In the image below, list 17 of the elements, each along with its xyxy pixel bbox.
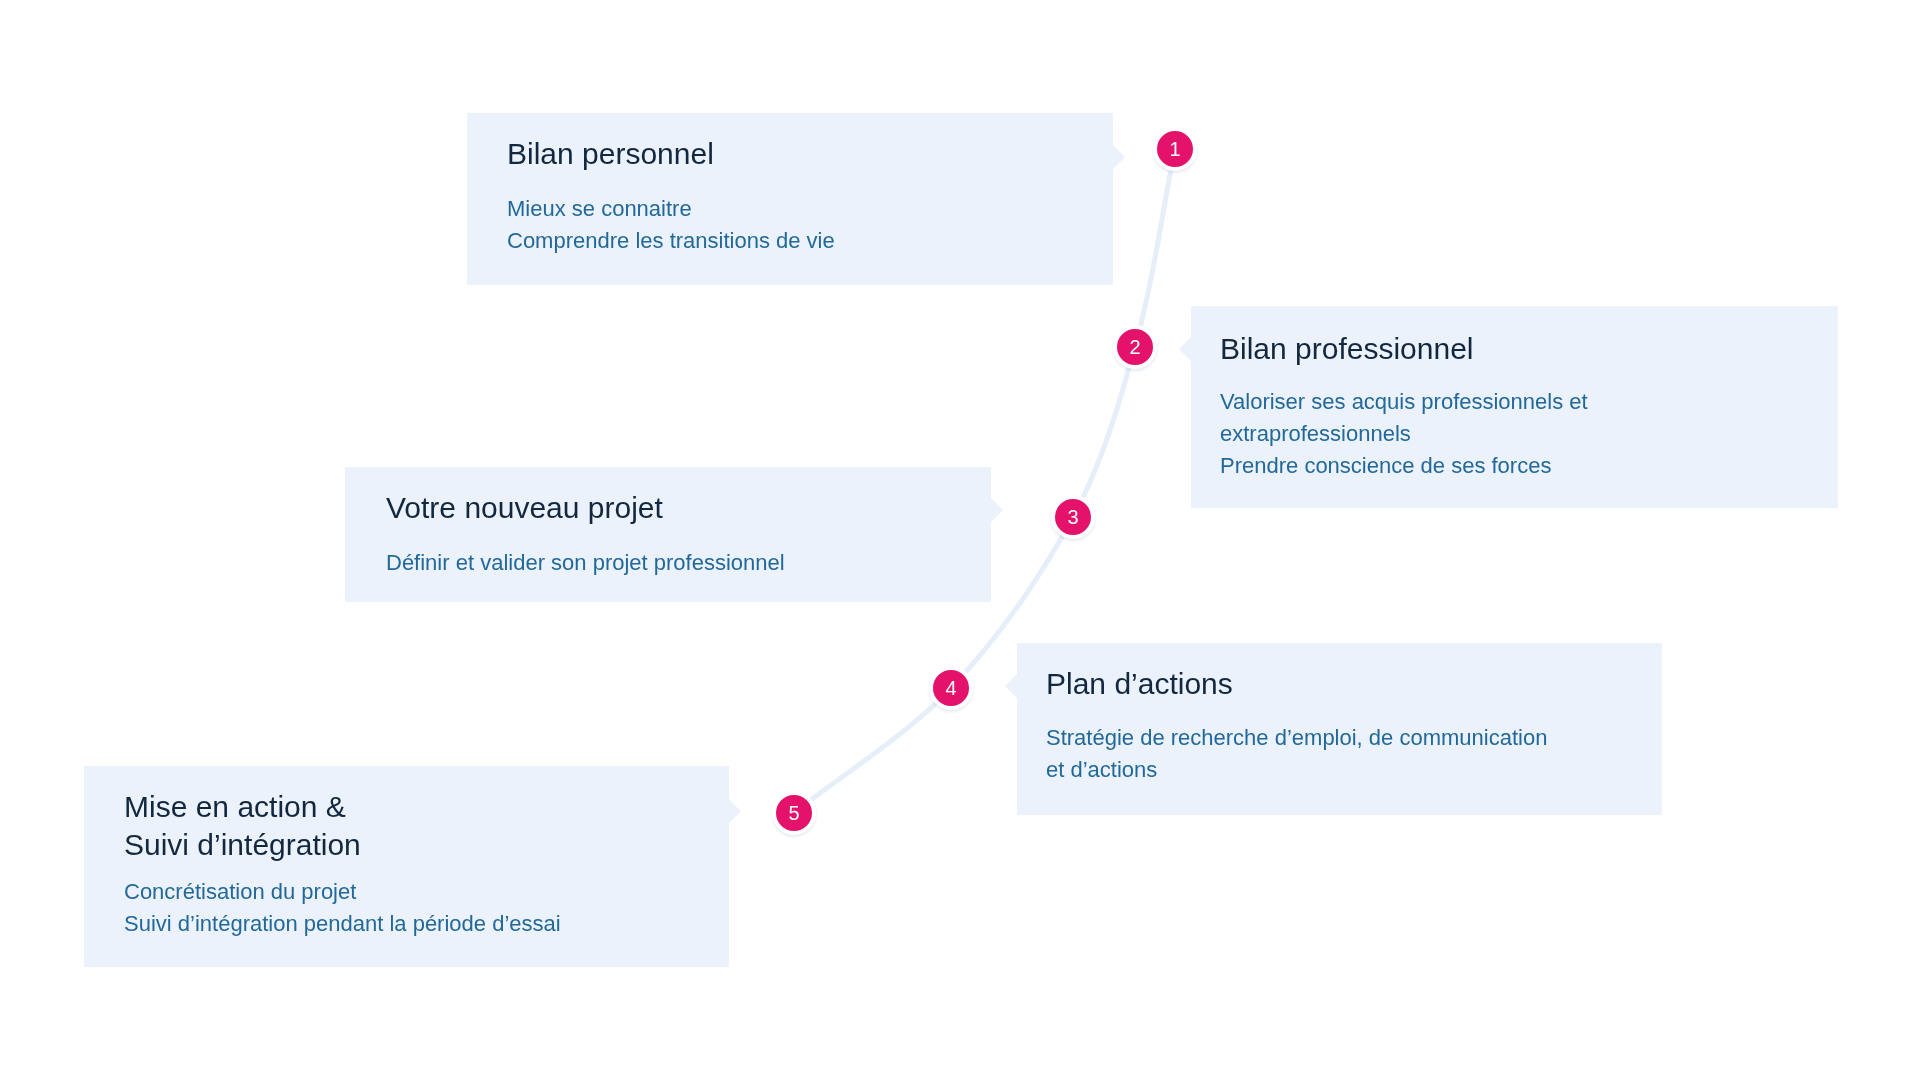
step-title: Plan d’actions xyxy=(1046,666,1233,702)
step-title: Bilan personnel xyxy=(507,136,714,172)
step-description: Valoriser ses acquis professionnels et extraprofessionnels xyxy=(1220,388,1589,448)
step-description: Définir et valider son projet professionnel xyxy=(386,549,785,577)
step-description: Suivi d’intégration pendant la période d’essai xyxy=(124,910,561,938)
step-description: Stratégie de recherche d’emploi, de communication et d’actions xyxy=(1046,724,1549,784)
timeline-connector xyxy=(964,534,1065,674)
step-title: Votre nouveau projet xyxy=(386,490,663,526)
step-description: Mieux se connaitre xyxy=(507,195,692,223)
timeline-connector xyxy=(1081,367,1132,499)
step-description: Prendre conscience de ses forces xyxy=(1220,452,1552,480)
step-description: Comprendre les transitions de vie xyxy=(507,227,835,255)
step-title: Mise en action & Suivi d’intégration xyxy=(124,789,362,863)
timeline-connector xyxy=(809,701,938,802)
step-description: Concrétisation du projet xyxy=(124,878,357,906)
timeline-connector xyxy=(1138,168,1174,328)
step-title: Bilan professionnel xyxy=(1220,331,1474,367)
